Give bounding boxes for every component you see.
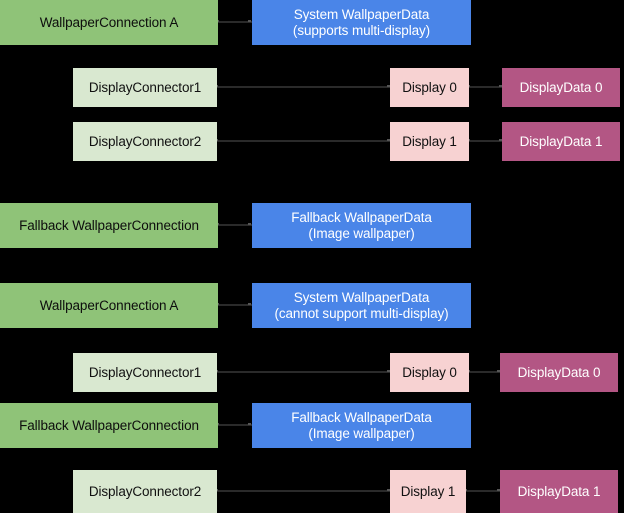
edge-display0-b-to-displaydata0-b: [469, 371, 500, 373]
edge-display1-b-to-displaydata1-b: [466, 490, 500, 492]
node-displaydata0-b: DisplayData 0: [500, 353, 618, 392]
node-display0-b: Display 0: [390, 353, 469, 392]
edge-endpoint-tick: [497, 489, 500, 491]
edge-displayconnector2-b-to-display1-b: [217, 490, 390, 492]
node-displayconnector1-b: DisplayConnector1: [73, 353, 217, 392]
edge-endpoint-tick: [499, 85, 502, 87]
node-display1-a: Display 1: [390, 122, 469, 161]
edge-display0-a-to-displaydata0-a: [469, 86, 502, 88]
edge-endpoint-tick: [387, 489, 390, 491]
edge-endpoint-tick: [499, 139, 502, 141]
edge-fallback-wallpaperconnection-1-to-fallback-wallpaperdata-1: [218, 224, 252, 226]
edge-endpoint-tick: [248, 223, 251, 225]
edge-displayconnector1-b-to-display0-b: [217, 371, 390, 373]
node-displaydata1-b: DisplayData 1: [500, 470, 618, 513]
node-displaydata1-a: DisplayData 1: [502, 122, 620, 161]
edge-endpoint-tick: [248, 423, 251, 425]
node-fallback-wallpaperconnection-2: Fallback WallpaperConnection: [0, 403, 218, 448]
edge-wallpaper-connection-a-2-to-system-wallpaperdata-cannot: [218, 304, 252, 306]
edge-endpoint-tick: [387, 139, 390, 141]
node-fallback-wallpaperdata-1: Fallback WallpaperData (Image wallpaper): [252, 203, 471, 248]
node-fallback-wallpaperdata-2: Fallback WallpaperData (Image wallpaper): [252, 403, 471, 448]
edge-displayconnector2-a-to-display1-a: [217, 140, 390, 142]
node-displayconnector1-a: DisplayConnector1: [73, 68, 217, 107]
node-displayconnector2-b: DisplayConnector2: [73, 470, 217, 513]
node-wallpaper-connection-a-2: WallpaperConnection A: [0, 283, 218, 328]
edge-endpoint-tick: [387, 370, 390, 372]
edge-endpoint-tick: [248, 303, 251, 305]
node-display1-b: Display 1: [390, 470, 466, 513]
node-system-wallpaperdata-cannot: System WallpaperData (cannot support mul…: [252, 283, 471, 328]
edge-endpoint-tick: [248, 20, 251, 22]
node-system-wallpaperdata-supports: System WallpaperData (supports multi-dis…: [252, 0, 471, 45]
edge-fallback-wallpaperconnection-2-to-fallback-wallpaperdata-2: [218, 424, 252, 426]
node-wallpaper-connection-a-1: WallpaperConnection A: [0, 0, 218, 45]
node-displayconnector2-a: DisplayConnector2: [73, 122, 217, 161]
node-fallback-wallpaperconnection-1: Fallback WallpaperConnection: [0, 203, 218, 248]
node-displaydata0-a: DisplayData 0: [502, 68, 620, 107]
edge-display1-a-to-displaydata1-a: [469, 140, 502, 142]
edge-displayconnector1-a-to-display0-a: [217, 86, 390, 88]
edge-endpoint-tick: [497, 370, 500, 372]
edge-wallpaper-connection-a-1-to-system-wallpaperdata-supports: [218, 21, 252, 23]
edge-endpoint-tick: [387, 85, 390, 87]
node-display0-a: Display 0: [390, 68, 469, 107]
